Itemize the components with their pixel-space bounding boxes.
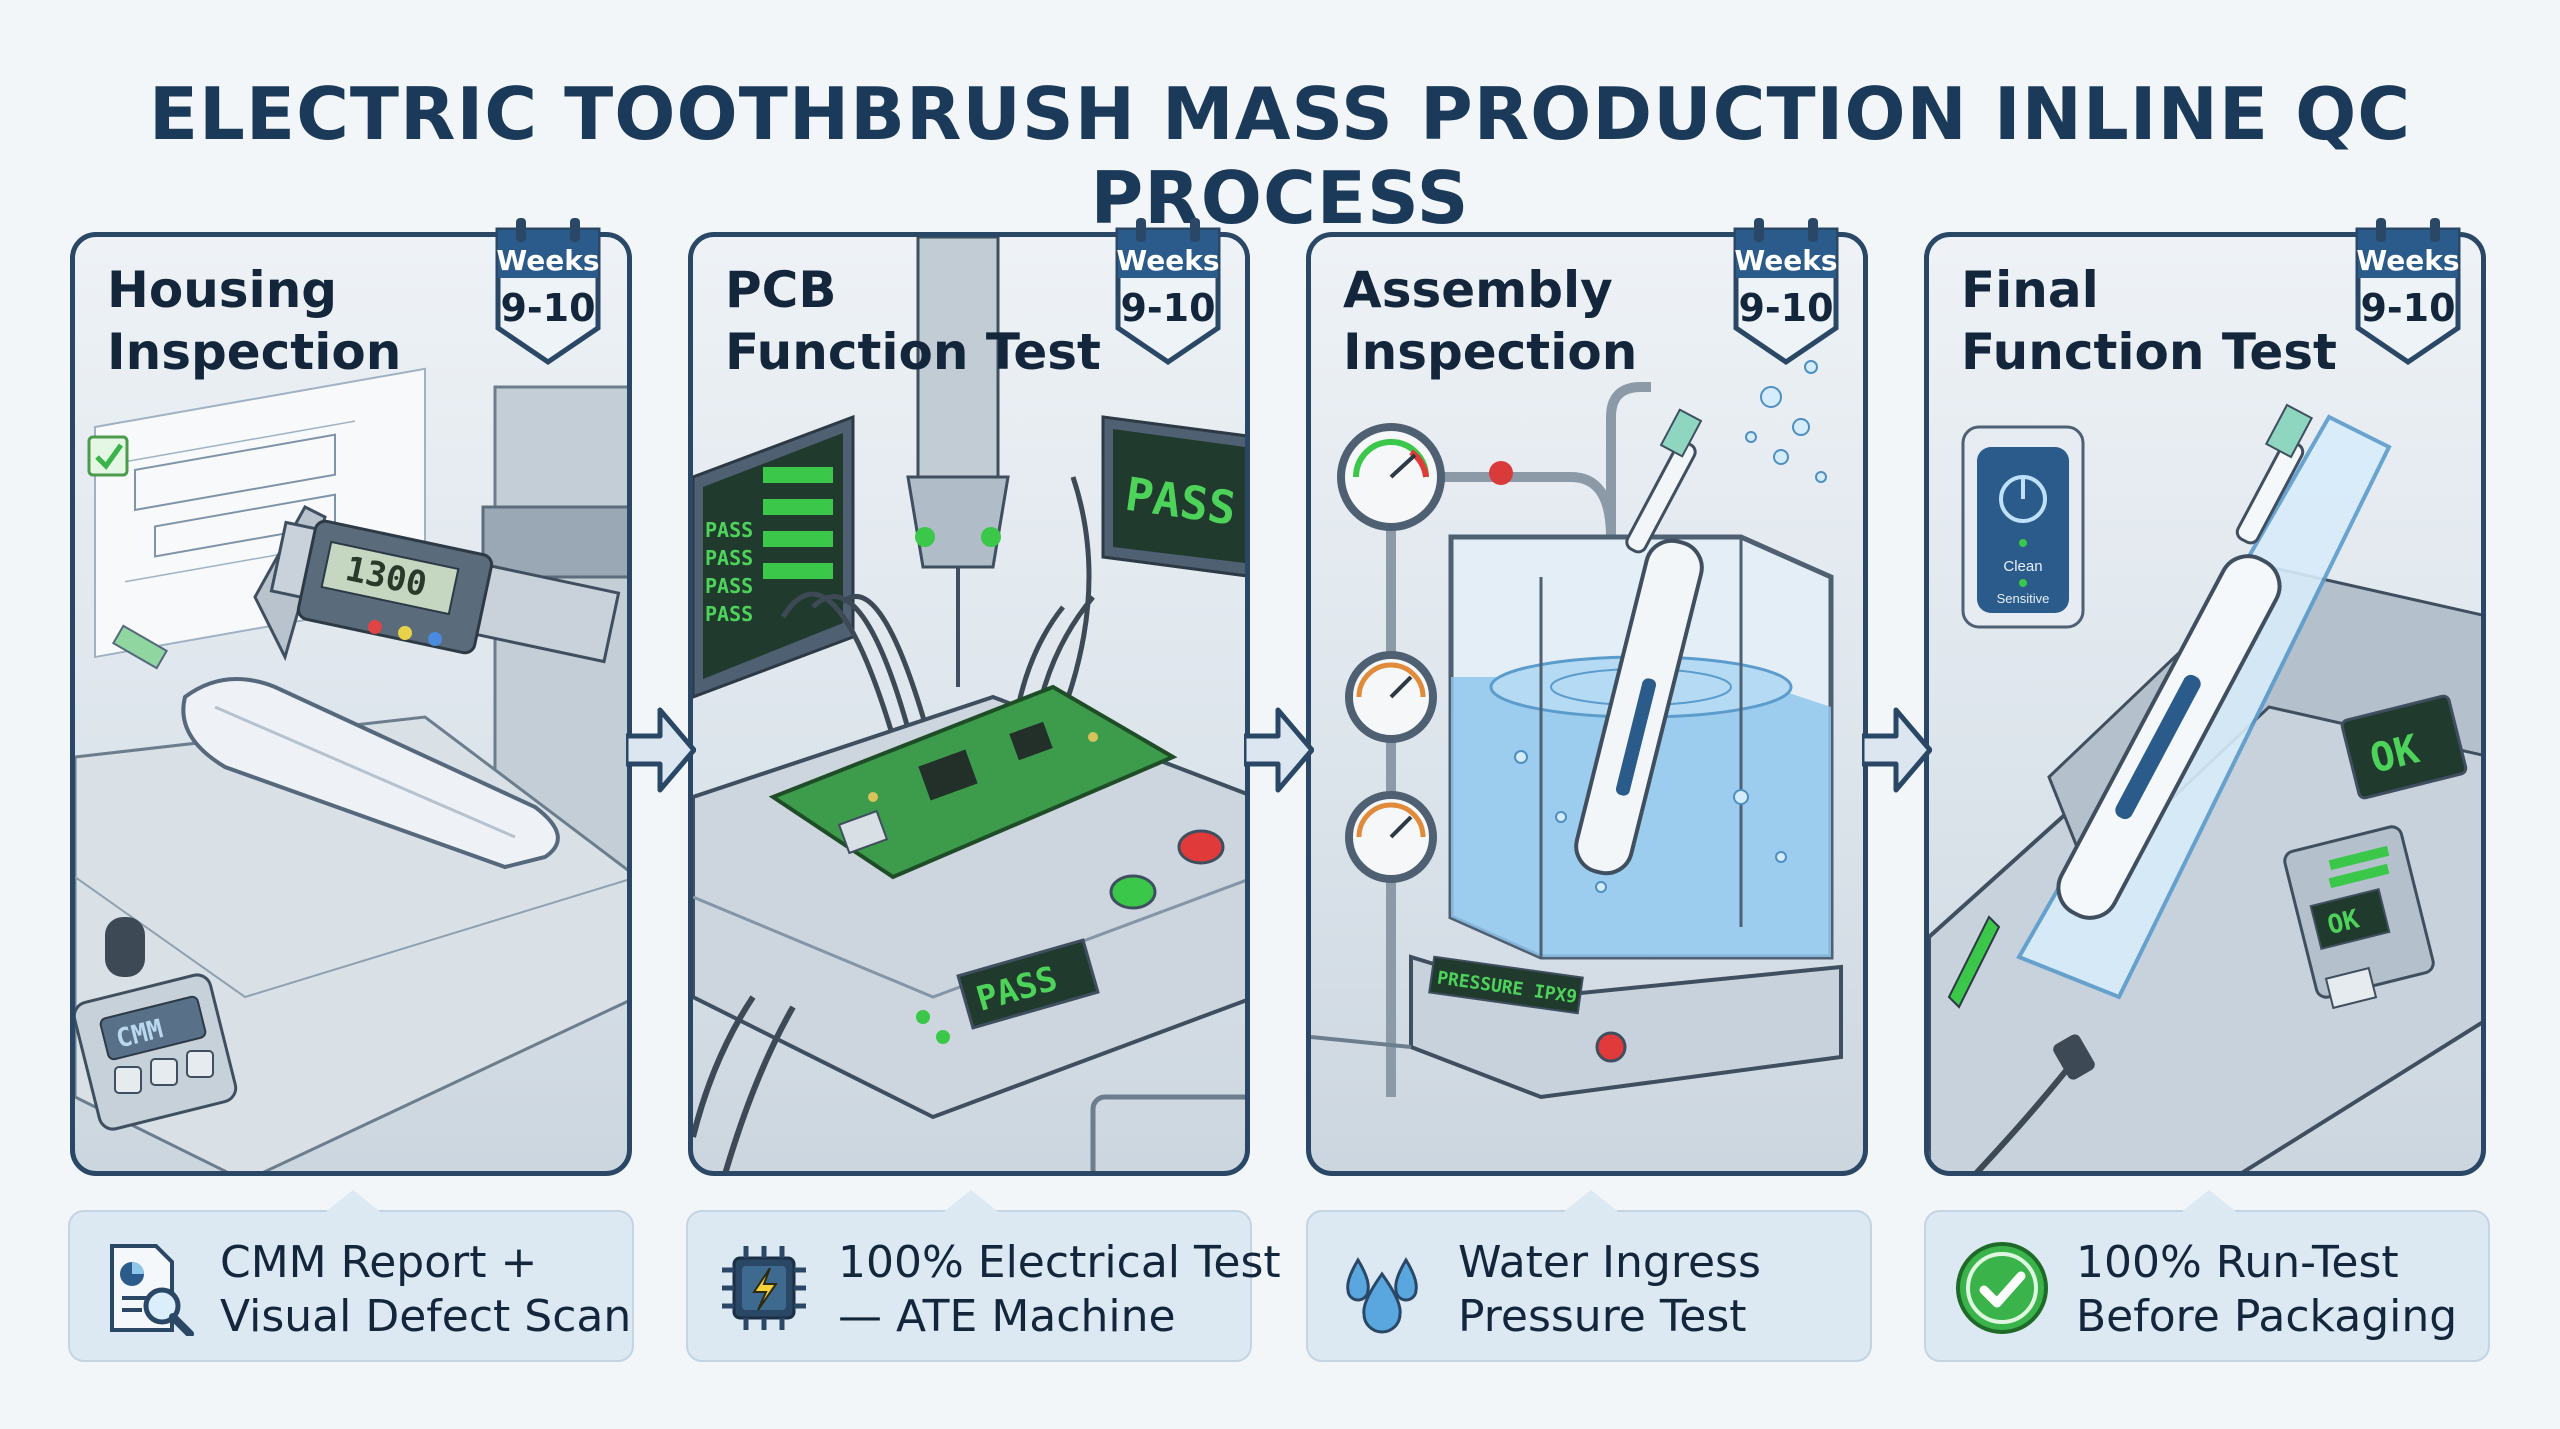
stage-caption: CMM Report + Visual Defect Scan <box>68 1190 634 1362</box>
pcb-board <box>768 684 1178 880</box>
report-magnifier-icon <box>110 1244 194 1336</box>
weeks-badge: Weeks 9-10 <box>1112 218 1224 368</box>
stage-caption: Water Ingress Pressure Test <box>1306 1190 1872 1362</box>
digital-caliper: 1300 <box>253 505 621 664</box>
pressure-gauge-bottom <box>1345 791 1437 883</box>
power-icon <box>1999 475 2047 523</box>
weeks-badge: Weeks 9-10 <box>492 218 604 368</box>
stage-panel-assembly-inspection: PRESSURE IPX9 Assembly Inspection <box>1306 232 1868 1176</box>
mode-clean-label: Clean <box>2003 558 2042 575</box>
pass-status-monitor: PASS <box>1101 415 1245 578</box>
toothbrush-housing <box>111 624 560 870</box>
calendar-icon <box>1733 218 1839 366</box>
svg-text:PASS: PASS <box>705 574 753 598</box>
control-panel: OK <box>2283 825 2435 1010</box>
valve-icon <box>1489 461 1513 485</box>
stage-panel-pcb-function-test: PASS PASS PASS PASS PASS <box>688 232 1250 1176</box>
air-bubbles <box>1514 360 1827 893</box>
svg-text:OK: OK <box>2366 726 2424 782</box>
stop-button-icon <box>1177 829 1225 865</box>
calendar-icon <box>495 218 601 366</box>
pressure-gauge-top <box>1337 423 1445 531</box>
stage-caption: 100% Run-Test Before Packaging <box>1924 1190 2490 1362</box>
mode-remote: Clean Sensitive <box>1961 425 2085 629</box>
stage-title: Assembly Inspection <box>1343 261 1638 381</box>
final-function-test-illustration: Clean Sensitive OK OK <box>1929 403 2481 1171</box>
pcb-function-test-illustration: PASS PASS PASS PASS PASS <box>693 237 1245 1171</box>
assembly-inspection-illustration: PRESSURE IPX9 <box>1311 360 1843 1100</box>
flow-arrow-icon <box>1862 707 1932 793</box>
tank-base: PRESSURE IPX9 <box>1409 954 1843 1100</box>
submerged-toothbrush <box>1574 408 1704 876</box>
stage-title: PCB Function Test <box>725 261 1101 381</box>
housing-inspection-illustration: 1300 CMM <box>75 367 627 1171</box>
cmm-controller: CMM <box>75 917 238 1131</box>
mode-sensitive-label: Sensitive <box>1997 591 2050 606</box>
pass-list-monitor: PASS PASS PASS PASS <box>693 414 855 699</box>
checkbox-icon <box>87 435 129 477</box>
page-title: ELECTRIC TOOTHBRUSH MASS PRODUCTION INLI… <box>148 72 2412 240</box>
svg-text:PASS: PASS <box>705 518 753 542</box>
weeks-badge: Weeks 9-10 <box>2352 218 2464 368</box>
water-drops-icon <box>1346 1257 1418 1334</box>
test-probe-head <box>906 237 1010 687</box>
stage-panel-final-function-test: Clean Sensitive OK OK <box>1924 232 2486 1176</box>
ok-status-screen: OK <box>2340 694 2468 800</box>
flow-arrow-icon <box>626 707 696 793</box>
weeks-badge: Weeks 9-10 <box>1730 218 1842 368</box>
calendar-icon <box>1115 218 1221 366</box>
calendar-icon <box>2355 218 2461 366</box>
pressure-gauge-middle <box>1345 651 1437 743</box>
stage-caption: 100% Electrical Test — ATE Machine <box>686 1190 1281 1362</box>
test-tray <box>2016 403 2392 1000</box>
probe-wires <box>780 476 1095 753</box>
flow-arrow-icon <box>1244 707 1314 793</box>
green-check-icon <box>1956 1242 2048 1334</box>
stage-title: Final Function Test <box>1961 261 2337 381</box>
stage-panel-housing-inspection: 1300 CMM Housing Inspection <box>70 232 632 1176</box>
start-button-icon <box>1109 874 1157 910</box>
stage-title: Housing Inspection <box>107 261 402 381</box>
svg-text:PASS: PASS <box>705 546 753 570</box>
chip-lightning-icon <box>722 1246 806 1330</box>
svg-text:PASS: PASS <box>705 602 753 626</box>
svg-text:OK: OK <box>2325 904 2363 941</box>
power-cable <box>1974 1034 2095 1171</box>
